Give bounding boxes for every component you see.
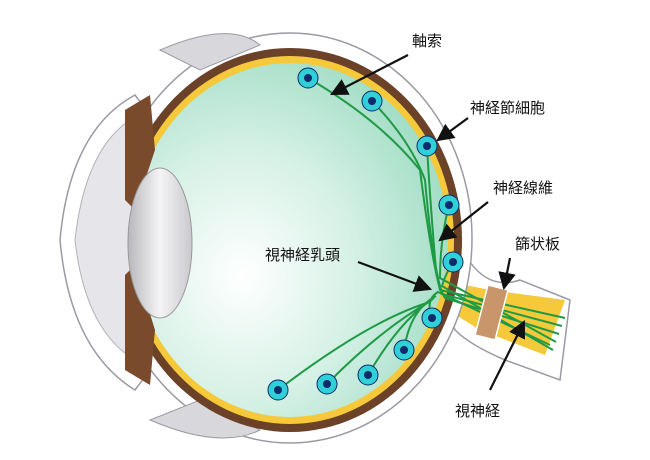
iris-top [125, 95, 155, 210]
label-lamina-cribrosa: 篩状板 [515, 235, 561, 253]
label-nerve-fiber: 神経線維 [493, 179, 554, 197]
label-ganglion-cell: 神経節細胞 [470, 99, 546, 117]
ganglion-cells [267, 67, 464, 401]
label-optic-disc: 視神経乳頭 [265, 246, 341, 264]
pointer-arrows [330, 54, 525, 391]
label-optic-nerve: 視神経 [455, 402, 501, 420]
lens [127, 167, 193, 319]
label-axon: 軸索 [412, 32, 443, 50]
iris-bottom [125, 265, 155, 385]
